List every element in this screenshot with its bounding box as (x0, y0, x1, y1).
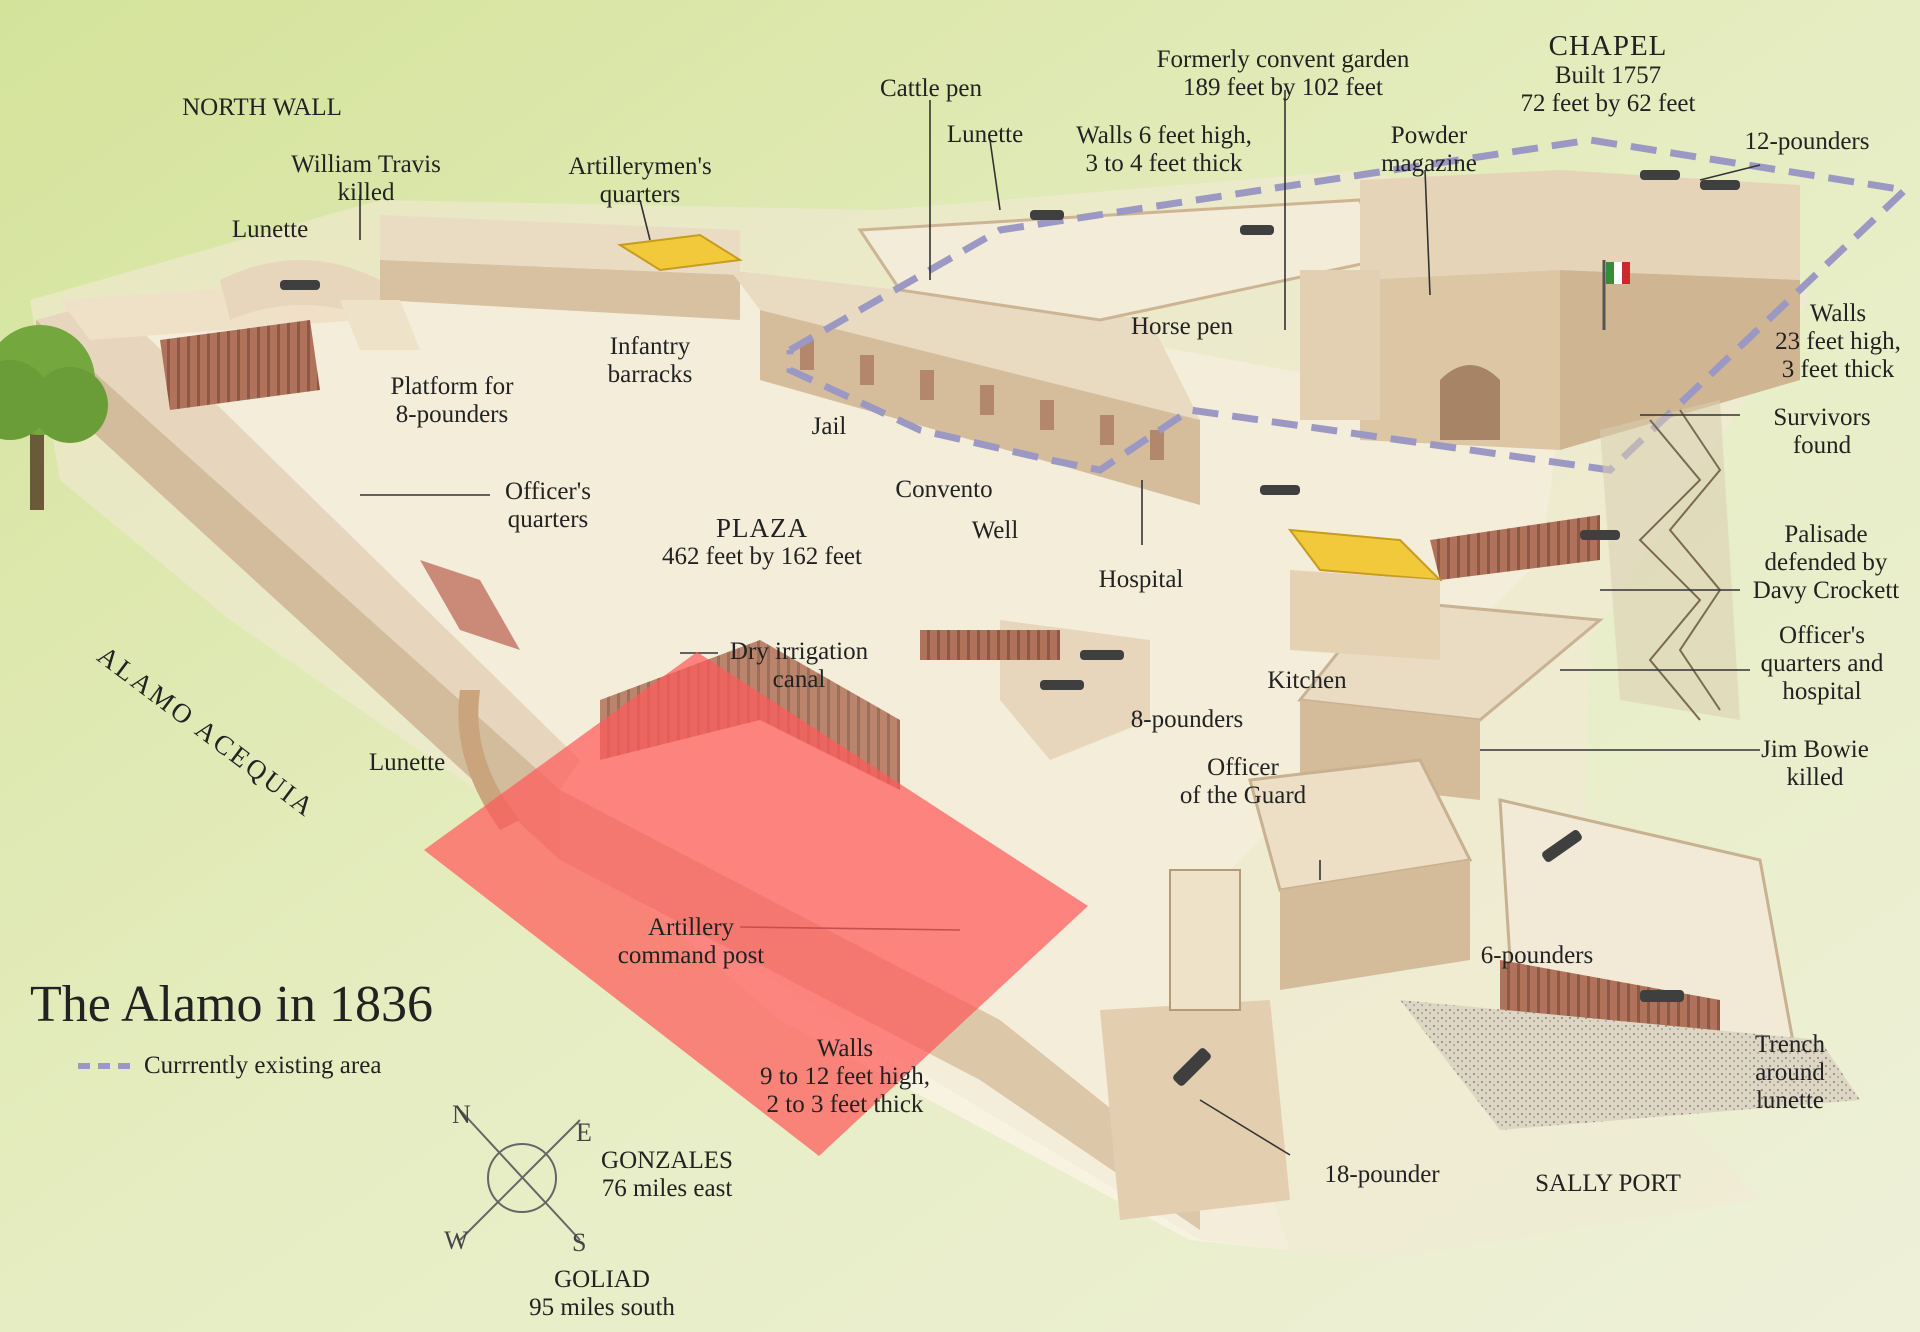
barracks-doors (800, 340, 1164, 460)
compass-icon (459, 1109, 581, 1241)
kitchen-face (1290, 570, 1440, 660)
chapel-side (1560, 270, 1800, 450)
nw-stairs (340, 300, 420, 350)
long-barracks-top (730, 270, 1200, 420)
legend: Currrently existing area (78, 1052, 381, 1080)
legend-label: Currrently existing area (144, 1052, 382, 1079)
label-lunette-w: Lunette (368, 749, 446, 776)
north-buildings-face (380, 260, 740, 320)
label-kitchen: Kitchen (1267, 667, 1347, 694)
label-sally-port: SALLY PORT (1535, 1170, 1681, 1197)
label-hospital: Hospital (1098, 566, 1184, 593)
label-walls-6: Walls 6 feet high,3 to 4 feet thick (1076, 122, 1252, 177)
sally-port-block (1100, 1000, 1290, 1220)
nw-platform-stakes (160, 320, 320, 410)
label-6-pounders: 6-pounders (1480, 942, 1594, 969)
label-8-pounders: 8-pounders (1130, 706, 1244, 733)
label-north-wall: NORTH WALL (182, 94, 342, 121)
compass-n: N (452, 1100, 471, 1129)
label-well: Well (971, 517, 1019, 544)
map-title: The Alamo in 1836 (30, 976, 433, 1033)
legend-swatch (78, 1063, 130, 1069)
existing-area-outline (786, 136, 1913, 474)
guard-face (1280, 860, 1470, 990)
label-horse-pen: Horse pen (1130, 313, 1234, 340)
label-12-pounders: 12-pounders (1744, 128, 1870, 155)
label-cattle-pen: Cattle pen (879, 75, 983, 102)
trench-gravel (1400, 1000, 1860, 1130)
artillery-quarters-roof (617, 233, 743, 272)
chapel-face (1360, 270, 1560, 450)
compass-e: E (576, 1118, 592, 1147)
officer-quarters-roof (420, 560, 520, 650)
chapel-top (1360, 170, 1800, 280)
label-convento: Convento (895, 476, 993, 503)
label-jail: Jail (811, 413, 847, 440)
label-lunette-nw: Lunette (231, 216, 309, 243)
palisade-east (1600, 400, 1740, 720)
palisade-stakes (1430, 515, 1600, 580)
center-platform-stakes (920, 630, 1060, 660)
compass-w: W (444, 1226, 469, 1255)
chapel-bay (1300, 270, 1380, 420)
compass-s: S (572, 1228, 587, 1257)
staircase (1169, 869, 1241, 1011)
tree-illustration (0, 325, 108, 510)
chapel-door (1440, 365, 1500, 440)
label-lunette-n: Lunette (946, 121, 1024, 148)
label-18-pounder: 18-pounder (1324, 1161, 1440, 1188)
compass-rose: N E S W (430, 1090, 630, 1290)
